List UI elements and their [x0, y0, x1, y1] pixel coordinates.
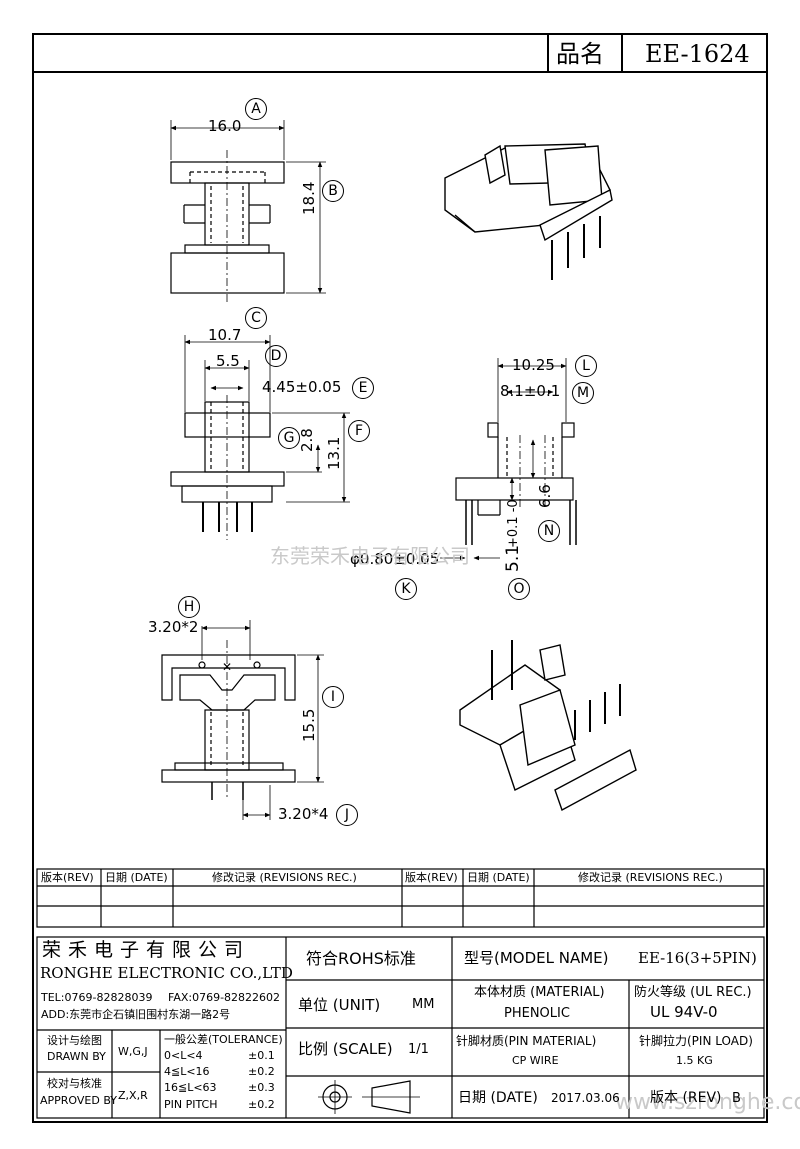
balloon-c: C: [245, 307, 267, 329]
model-label: 型号(MODEL NAME): [464, 949, 609, 967]
dim-k-value: φ0.80±0.05: [350, 550, 440, 568]
material-label: 本体材质 (MATERIAL): [474, 985, 605, 1000]
tolerance-range-4: PIN PITCH: [164, 1098, 218, 1111]
pin-material-label: 针脚材质(PIN MATERIAL): [456, 1034, 597, 1048]
tolerance-value-4: ±0.2: [248, 1098, 275, 1111]
designer-name: W,G,J: [118, 1045, 148, 1058]
dim-e-value: 4.45±0.05: [262, 378, 342, 396]
pin-load-label: 针脚拉力(PIN LOAD): [639, 1034, 753, 1048]
balloon-l: L: [575, 355, 597, 377]
dim-b-value: 18.4: [300, 181, 318, 215]
balloon-o: O: [508, 578, 530, 600]
dim-l-value: 10.25: [512, 356, 555, 374]
product-name-label: 品名: [556, 40, 604, 68]
isometric-bottom: [459, 640, 637, 812]
designed-by-en: DRAWN BY: [47, 1050, 106, 1063]
isometric-top: [444, 143, 613, 280]
balloon-e: E: [352, 377, 374, 399]
date-value: 2017.03.06: [551, 1091, 620, 1105]
rev-header-5: 日期 (DATE): [467, 871, 530, 884]
dim-h-value: 3.20*2: [148, 618, 199, 636]
scale-label: 比例 (SCALE): [298, 1040, 393, 1058]
title-block: [36, 936, 765, 1119]
rohs-label: 符合ROHS标准: [306, 949, 416, 968]
dim-a-value: 16.0: [208, 117, 242, 135]
revision-table: [36, 868, 765, 928]
ul-value: UL 94V-0: [650, 1003, 718, 1021]
rev-value: B: [732, 1091, 741, 1106]
balloon-m: M: [572, 382, 594, 404]
balloon-b: B: [322, 180, 344, 202]
dim-n-value: 6.6: [536, 484, 554, 508]
rev-header-3: 修改记录 (REVISIONS REC.): [212, 871, 357, 884]
balloon-k: K: [395, 578, 417, 600]
approved-by-cn: 校对与核准: [47, 1077, 102, 1090]
balloon-f: F: [348, 420, 370, 442]
rev-header-1: 版本(REV): [41, 871, 94, 884]
balloon-h: H: [178, 596, 200, 618]
top-view: [170, 120, 326, 305]
tolerance-value-2: ±0.2: [248, 1065, 275, 1078]
balloon-a: A: [245, 98, 267, 120]
dim-c-value: 10.7: [208, 326, 242, 344]
dim-d-value: 5.5: [216, 352, 240, 370]
balloon-i: I: [322, 686, 344, 708]
unit-value: MM: [412, 997, 435, 1012]
designed-by-cn: 设计与绘图: [47, 1034, 102, 1047]
company-name-cn: 荣禾电子有限公司: [42, 939, 251, 961]
tolerance-range-2: 4≦L<16: [164, 1065, 210, 1078]
ul-label: 防火等级 (UL REC.): [634, 985, 752, 1000]
dim-f-value: 13.1: [325, 436, 343, 470]
watermark-corner: www.szronghe.com: [615, 1090, 800, 1115]
dim-m-value: 8.1±0.1: [500, 382, 561, 400]
dim-o-tolerance: +0.1 -0: [506, 499, 521, 548]
dim-o-value: 5.1: [503, 544, 523, 572]
company-name-en: RONGHE ELECTRONIC CO.,LTD: [40, 964, 293, 982]
company-tel: TEL:0769-82828039: [41, 991, 153, 1004]
pin-material-value: CP WIRE: [512, 1054, 559, 1067]
balloon-d: D: [265, 345, 287, 367]
company-address: ADD:东莞市企石镇旧围村东湖一路2号: [41, 1008, 231, 1021]
right-side-view: [440, 358, 577, 561]
rev-header-4: 版本(REV): [405, 871, 458, 884]
tolerance-value-3: ±0.3: [248, 1081, 275, 1094]
tolerance-value-1: ±0.1: [248, 1049, 275, 1062]
unit-label: 单位 (UNIT): [298, 996, 381, 1014]
bottom-view: ✕: [161, 620, 324, 820]
tolerance-title: 一般公差(TOLERANCE): [164, 1033, 283, 1046]
tolerance-range-1: 0<L<4: [164, 1049, 203, 1062]
approver-name: Z,X,R: [118, 1089, 148, 1102]
tolerance-range-3: 16≦L<63: [164, 1081, 217, 1094]
balloon-j: J: [336, 804, 358, 826]
side-view: [170, 335, 350, 540]
material-value: PHENOLIC: [504, 1006, 570, 1021]
dim-i-value: 15.5: [300, 708, 318, 742]
company-fax: FAX:0769-82822602: [168, 991, 281, 1004]
scale-value: 1/1: [408, 1042, 429, 1057]
balloon-g: G: [278, 427, 300, 449]
date-label: 日期 (DATE): [458, 1090, 538, 1106]
part-number: EE-1624: [645, 40, 750, 68]
watermark-center: 东莞荣禾电子有限公司: [270, 544, 470, 568]
model-value: EE-16(3+5PIN): [638, 949, 757, 967]
pin-load-value: 1.5 KG: [676, 1054, 713, 1067]
approved-by-en: APPROVED BY: [40, 1094, 118, 1107]
rev-label: 版本 (REV): [650, 1090, 722, 1106]
balloon-n: N: [538, 520, 560, 542]
rev-header-2: 日期 (DATE): [105, 871, 168, 884]
dim-g-value: 2.8: [298, 428, 316, 452]
rev-header-6: 修改记录 (REVISIONS REC.): [578, 871, 723, 884]
outer-border: [32, 33, 768, 1123]
dim-j-value: 3.20*4: [278, 805, 329, 823]
